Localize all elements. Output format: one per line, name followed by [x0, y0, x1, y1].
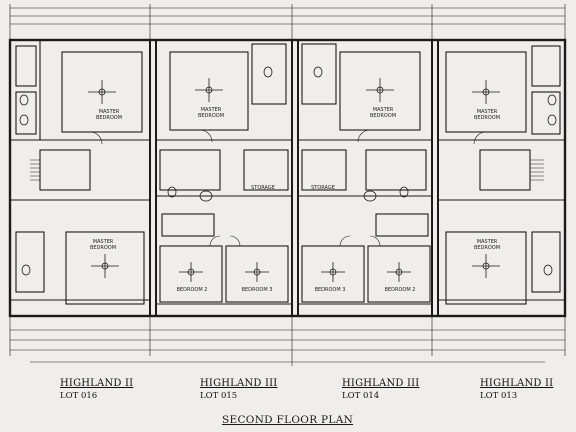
room-label-bedroom-2-lot-015: BEDROOM 2: [176, 287, 208, 293]
party-walls: [149, 40, 439, 316]
room-label-master-bedroom-lot-013: MASTER BEDROOM: [473, 109, 501, 121]
room-label-bedroom-2-lot-014: BEDROOM 2: [384, 287, 416, 293]
room-label-master-bedroom-lower-lot-013: MASTER BEDROOM: [473, 239, 501, 251]
unit-lot-015: LOT 015: [200, 391, 238, 401]
unit-name-lot-015: HIGHLAND III: [200, 378, 278, 389]
room-label-master-bedroom-lower-lot-016: MASTER BEDROOM: [89, 239, 117, 251]
stair-treads: [30, 159, 544, 181]
room-label-bedroom-3-lot-014: BEDROOM 3: [314, 287, 346, 293]
exterior-walls: [8, 38, 567, 318]
room-label-master-bedroom-lot-014: MASTER BEDROOM: [369, 107, 397, 119]
sheet-title: SECOND FLOOR PLAN: [222, 414, 354, 426]
unit-lot-015: [156, 43, 292, 305]
unit-name-lot-014: HIGHLAND III: [342, 378, 420, 389]
room-label-master-bedroom-lot-016: MASTER BEDROOM: [95, 109, 123, 121]
unit-lot-016: [10, 40, 150, 305]
bottom-dimension-lines: [9, 316, 566, 366]
unit-lot-013: LOT 013: [480, 391, 518, 401]
room-label-bedroom-3-lot-015: BEDROOM 3: [241, 287, 273, 293]
ceiling-fan-symbols: [88, 78, 500, 282]
room-label-master-bedroom-lot-015: MASTER BEDROOM: [197, 107, 225, 119]
unit-name-lot-013: HIGHLAND II: [480, 378, 554, 389]
unit-name-lot-016: HIGHLAND II: [60, 378, 134, 389]
unit-lot-016: LOT 016: [60, 391, 98, 401]
room-label-storage-lot-015: STORAGE: [251, 185, 275, 191]
unit-lot-014: [298, 43, 432, 305]
room-label-storage-lot-014: STORAGE: [311, 185, 335, 191]
plumbing-fixtures: [19, 66, 557, 276]
door-swings: [89, 129, 487, 247]
unit-lot-013: [438, 45, 565, 305]
top-dimension-lines: [9, 4, 566, 40]
unit-lot-014: LOT 014: [342, 391, 380, 401]
